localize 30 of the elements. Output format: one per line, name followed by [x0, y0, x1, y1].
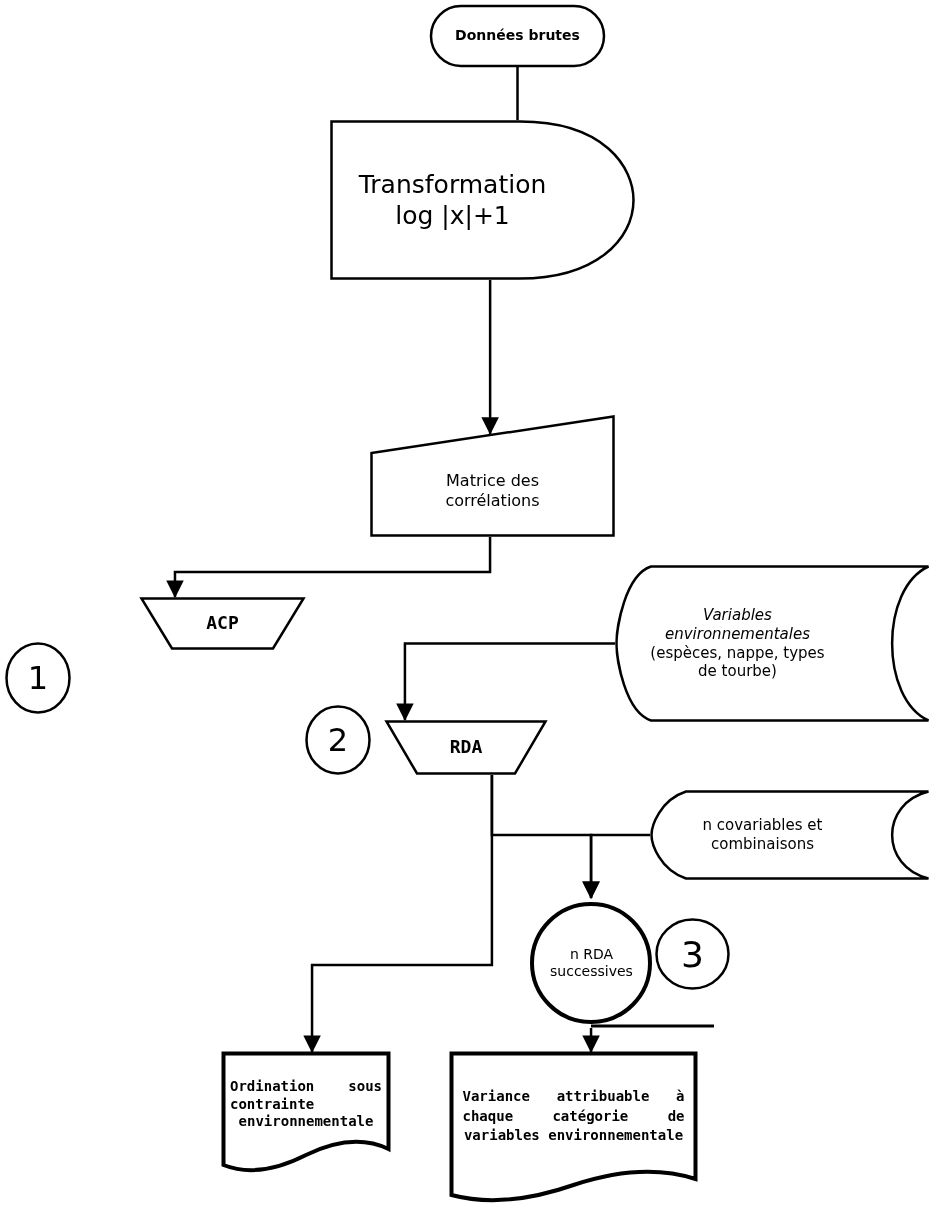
node-label: Ordination sous contrainte environnementale: [230, 1078, 382, 1131]
arrow: [481, 280, 499, 435]
stored-data-shape: [650, 790, 930, 880]
callout-number: 1: [27, 658, 49, 698]
arrow: [303, 775, 494, 1053]
callout-circle: [5, 642, 71, 714]
node-label: Variables environnementales (espèces, nappe, types de tourbe): [650, 606, 825, 681]
connector-line: [516, 67, 519, 120]
callout-number: 2: [327, 720, 349, 760]
trapezoid-shape: [385, 720, 547, 775]
callout-number: 3: [681, 932, 704, 977]
arrow: [582, 833, 650, 899]
delay-shape: [330, 120, 635, 280]
terminator-shape: [430, 5, 605, 67]
node-label: Matrice des corrélations: [444, 471, 541, 511]
manual-input-shape: [370, 415, 615, 537]
arrow: [166, 537, 492, 598]
node-label: n RDA successives: [549, 945, 634, 981]
node-label: Données brutes: [455, 27, 580, 45]
node-label: ACP: [206, 612, 239, 635]
callout-circle: [655, 918, 730, 990]
node-label: n covariables et combinaisons: [701, 816, 824, 854]
arrow: [396, 642, 615, 721]
stored-data-shape: [615, 565, 930, 722]
node-label: RDA: [449, 736, 483, 759]
arrow: [582, 1028, 600, 1053]
node-label: Transformation log |x|+1: [357, 168, 548, 232]
callout-circle: [305, 705, 371, 775]
trapezoid-shape: [140, 597, 305, 650]
node-label: Variance attribuable à chaque catégorie de variables environnementale: [462, 1087, 685, 1146]
